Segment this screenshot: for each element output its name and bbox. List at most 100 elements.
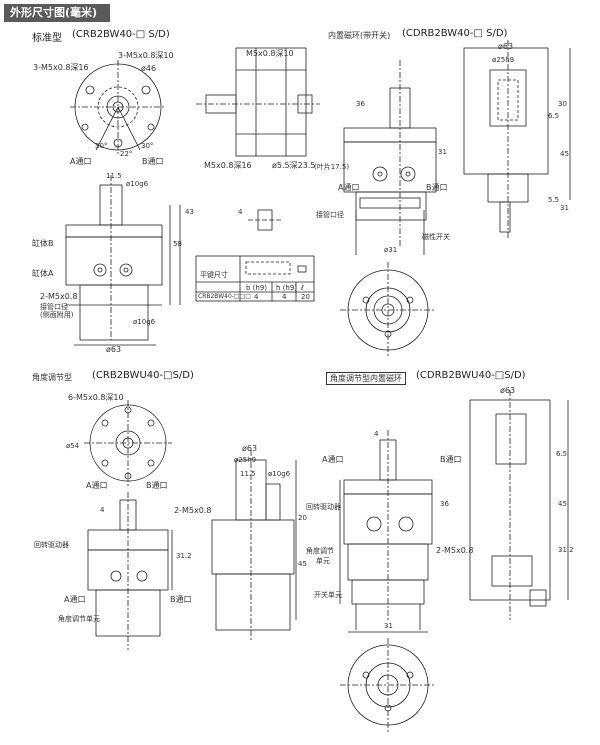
ang-front-view <box>211 450 297 640</box>
std-phi10g6: ø10g6 <box>126 180 149 188</box>
angsw-d36: 36 <box>440 500 449 508</box>
sw-blade: (叶片17.5) <box>314 163 350 171</box>
std-deg30b: 30° <box>141 142 154 150</box>
angsw-side-view <box>339 430 433 630</box>
std-m5-3: 3-M5x0.8深16 <box>33 63 89 72</box>
std-pipe2: (侧面附用) <box>40 311 74 319</box>
std-dim11-5: 11.5 <box>106 172 122 180</box>
sw-phi25h9: ø25h9 <box>492 56 515 64</box>
angsw-swunit: 开关单元 <box>314 591 342 599</box>
ang-port-b2: B通口 <box>170 595 192 604</box>
sw-d36: 36 <box>356 100 365 108</box>
table-sub-b: b (h9) <box>246 284 268 292</box>
std-d58: 58 <box>173 240 182 248</box>
angsw-model: (CDRB2BWU40-□S/D) <box>416 370 526 381</box>
angsw-d31-2: 31.2 <box>558 546 574 554</box>
table-sub-h: h (h9) <box>276 284 298 292</box>
std-phi63: ø63 <box>106 345 122 354</box>
sw-port-b: B通口 <box>426 183 448 192</box>
ang-model: (CRB2BWU40-□S/D) <box>92 370 194 381</box>
std-deg30a: 30° <box>95 142 108 150</box>
angsw-port-b: B通口 <box>440 455 462 464</box>
std-front-view <box>196 47 320 157</box>
std-name: 标准型 <box>32 33 62 44</box>
std-body-a: 缸体A <box>32 269 54 278</box>
sw-d6-5: 6.5 <box>548 112 560 120</box>
angsw-d6-5: 6.5 <box>556 450 568 458</box>
std-deg22: 22° <box>120 150 133 158</box>
page-title: 外形尺寸图(毫米) <box>4 4 110 22</box>
table-val-l: 20 <box>301 293 310 301</box>
ang-side-view <box>87 492 173 650</box>
ang-phi54: ø54 <box>66 442 80 450</box>
angf-d11-5: 11.5 <box>240 470 256 478</box>
table-sub-l: ℓ <box>301 284 304 292</box>
sw-phi31: ø31 <box>384 246 398 254</box>
angsw-phi63: ø63 <box>500 386 516 395</box>
std-phi46: ø46 <box>141 64 157 73</box>
angsw-right-view <box>469 390 569 620</box>
angsw-d31: 31 <box>384 622 393 630</box>
std-model: (CRB2BW40-□ S/D) <box>72 29 170 40</box>
std-side-view <box>65 175 181 346</box>
front-dia55: ø5.5深23.5 <box>272 161 316 170</box>
sw-bottom-view <box>340 262 436 358</box>
std-body-b: 缸体B <box>32 239 54 248</box>
sw-model: (CDRB2BW40-□ S/D) <box>402 28 508 39</box>
table-val-h: 4 <box>282 293 287 301</box>
front-m5-top: M5x0.8深10 <box>246 49 294 58</box>
sw-switch: 磁性开关 <box>422 233 450 241</box>
key-table-lines <box>195 255 315 302</box>
angf-phi10: ø10g6 <box>268 470 291 478</box>
angsw-bottom-view <box>340 631 436 733</box>
sw-d31b: 31 <box>438 148 447 156</box>
angf-d20: 20 <box>298 514 307 522</box>
sw-d31: 31 <box>560 204 569 212</box>
sw-pipe: 接管口径 <box>316 211 344 219</box>
std-m5-3b: 3-M5x0.8深10 <box>118 51 174 60</box>
ang-m6: 6-M5x0.8深10 <box>68 393 124 402</box>
table-row-label: CRB2BW40-□□□ <box>198 293 251 300</box>
std-top-view <box>70 60 166 154</box>
angsw-key: 4 <box>374 430 379 438</box>
key-detail <box>248 209 282 231</box>
angsw-name: 角度调节型内置磁环 <box>326 372 406 385</box>
ang-port-a: A通口 <box>86 481 108 490</box>
ang-chamber: 回转驱动器 <box>34 541 69 549</box>
sw-phi63: ø63 <box>498 42 514 51</box>
sw-d30: 30 <box>558 100 567 108</box>
sw-name: 内置磁环(带开关) <box>328 31 391 40</box>
angsw-m5: 2-M5x0.8 <box>436 546 474 555</box>
sw-side-view <box>343 60 437 255</box>
ang-2m5: 2-M5x0.8 <box>174 506 212 515</box>
angf-phi25: ø25h9 <box>234 456 257 464</box>
std-port-a: A通口 <box>70 157 92 166</box>
front-m5-bot: M5x0.8深16 <box>204 161 252 170</box>
ang-d35: 31.2 <box>176 552 192 560</box>
angsw-adj1: 角度调节 <box>306 547 334 555</box>
sw-right-view <box>463 40 571 240</box>
ang-port-b: B通口 <box>146 481 168 490</box>
angf-phi63: ø63 <box>242 444 258 453</box>
key-dim: 4 <box>238 208 243 216</box>
angf-d45: 45 <box>298 560 307 568</box>
std-phi10g6b: ø10g6 <box>133 318 156 326</box>
ang-adj: 角度调节单元 <box>58 615 100 623</box>
table-val-b: 4 <box>254 293 259 301</box>
angsw-adj2: 单元 <box>316 557 330 565</box>
std-m5-2: 2-M5x0.8 <box>40 292 78 301</box>
table-head: 平键尺寸 <box>200 271 228 279</box>
std-pipe: 接管口径 <box>40 303 68 311</box>
angsw-actuator: 回转驱动器 <box>306 503 341 511</box>
ang-top-view <box>84 400 172 486</box>
angsw-d45: 45 <box>558 500 567 508</box>
sw-d45: 45 <box>560 150 569 158</box>
std-port-b: B通口 <box>142 157 164 166</box>
ang-key: 4 <box>100 506 105 514</box>
sw-port-a: A通口 <box>338 183 360 192</box>
ang-name: 角度调节型 <box>32 373 72 382</box>
ang-port-a2: A通口 <box>64 595 86 604</box>
sw-d5-5: 5.5 <box>548 196 560 204</box>
